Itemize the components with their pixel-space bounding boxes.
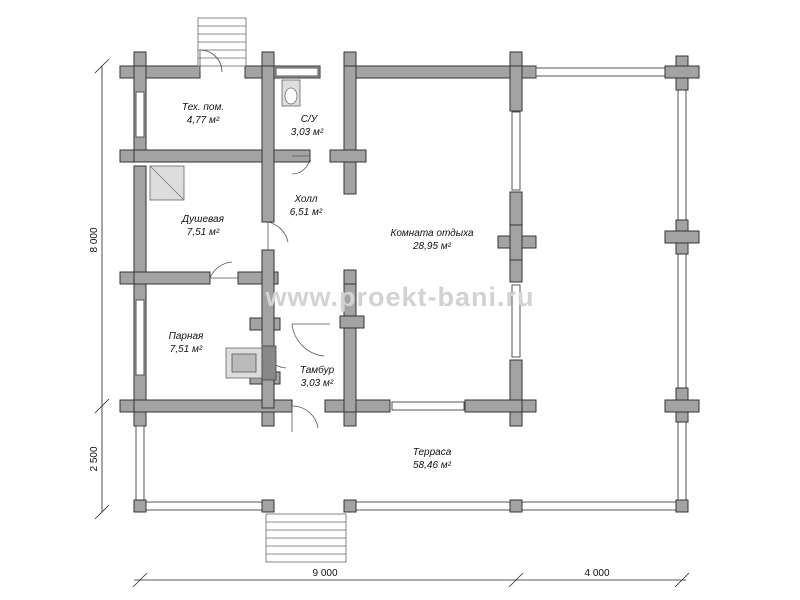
room-area-shower: 7,51 м²	[187, 227, 220, 238]
dimension-left-terrace: 2 500	[89, 446, 100, 471]
room-area-tech: 4,77 м²	[187, 115, 220, 126]
dimension-lines	[94, 58, 690, 588]
room-name-shower: Душевая	[181, 214, 225, 225]
room-name-tech: Тех. пом.	[182, 102, 224, 113]
room-name-vestibule: Тамбур	[300, 364, 335, 376]
room-name-steam: Парная	[169, 331, 204, 342]
room-area-terrace: 58,46 м²	[413, 460, 452, 471]
room-name-rest: Комната отдыха	[390, 228, 473, 239]
dimension-left-total: 8 000	[89, 227, 100, 252]
room-area-hall: 6,51 м²	[290, 207, 323, 218]
dimension-bottom-main: 9 000	[312, 568, 337, 579]
room-name-wc: С/У	[301, 114, 319, 125]
room-area-steam: 7,51 м²	[170, 344, 203, 355]
room-area-wc: 3,03 м²	[291, 127, 324, 138]
room-name-hall: Холл	[293, 194, 317, 205]
stairs-bottom	[265, 513, 347, 563]
watermark: www.proekt-bani.ru	[264, 282, 534, 312]
room-name-terrace: Терраса	[413, 447, 452, 458]
fixtures	[149, 79, 301, 381]
windows	[135, 67, 521, 411]
doors	[199, 49, 330, 432]
room-area-rest: 28,95 м²	[412, 241, 452, 252]
dimension-bottom-side: 4 000	[584, 568, 609, 579]
stairs-top	[197, 17, 247, 67]
room-labels: Тех. пом. 4,77 м² С/У 3,03 м² Холл 6,51 …	[169, 102, 474, 471]
terrace-structure	[133, 55, 700, 513]
room-area-vestibule: 3,03 м²	[301, 378, 334, 389]
